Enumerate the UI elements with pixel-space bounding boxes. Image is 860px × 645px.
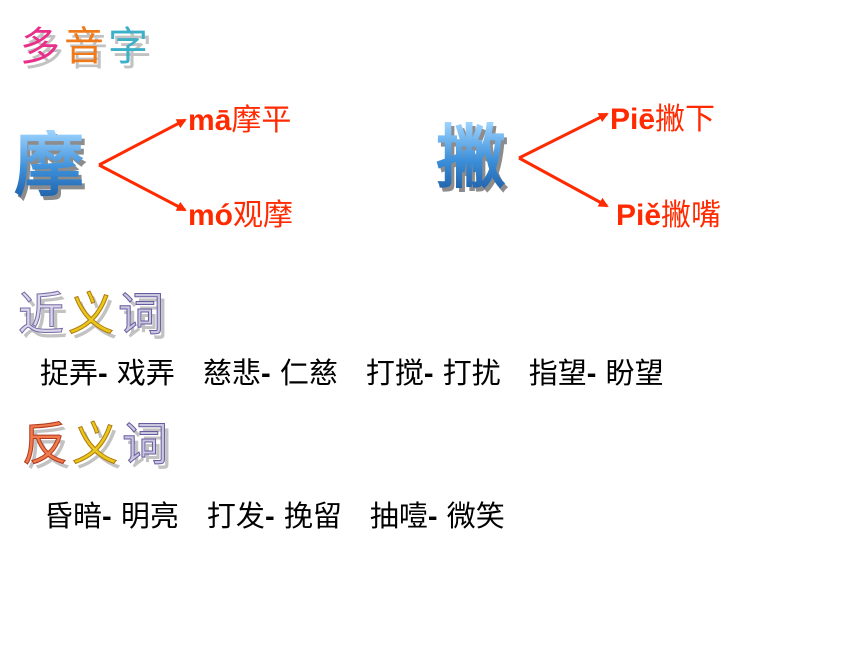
dash: - xyxy=(260,358,271,390)
antonym-pair: 打发- 挽留 xyxy=(207,493,342,535)
reading-bottom: Piě撇嘴 xyxy=(616,190,721,234)
branch-arrows xyxy=(98,118,187,212)
reading-bottom: mó观摩 xyxy=(188,190,293,234)
arrow-down xyxy=(98,163,187,212)
word-b: 盼望 xyxy=(605,356,664,390)
word-b: 挽留 xyxy=(283,499,342,533)
pinyin: Piě xyxy=(616,199,662,232)
heading-synonyms-char: 义 xyxy=(68,287,118,342)
word-a: 指望 xyxy=(528,356,587,390)
heading-antonyms-char: 义 xyxy=(72,417,122,472)
example-word: 撇嘴 xyxy=(661,199,722,232)
antonym-row: 昏暗- 明亮打发- 挽留抽噎- 微笑 xyxy=(44,493,505,535)
word-a: 打搅 xyxy=(365,356,424,390)
dash: - xyxy=(423,358,434,390)
word-a: 昏暗 xyxy=(44,499,103,533)
polyphone-char: 摩 xyxy=(14,124,84,206)
synonym-pair: 指望- 盼望 xyxy=(529,350,664,392)
word-a: 打发 xyxy=(206,499,265,533)
dash: - xyxy=(264,501,275,533)
word-a: 抽噎 xyxy=(369,499,428,533)
word-b: 戏弄 xyxy=(116,356,175,390)
dash: - xyxy=(102,501,112,533)
word-a: 捉弄 xyxy=(40,356,99,390)
pinyin: mó xyxy=(188,199,233,232)
heading-synonyms-char: 近 xyxy=(18,287,68,342)
pinyin: Piē xyxy=(610,103,656,136)
dash: - xyxy=(427,501,438,533)
synonym-pair: 慈悲- 仁慈 xyxy=(203,350,338,392)
word-b: 微笑 xyxy=(446,499,505,533)
synonym-pair: 捉弄- 戏弄 xyxy=(40,350,175,392)
dash: - xyxy=(98,358,108,390)
antonym-pair: 昏暗- 明亮 xyxy=(44,493,179,535)
example-word: 撇下 xyxy=(655,103,716,136)
word-b: 明亮 xyxy=(120,499,179,533)
heading-polyphone-char: 多 xyxy=(20,24,64,70)
word-a: 慈悲 xyxy=(202,356,261,390)
synonym-row: 捉弄- 戏弄慈悲- 仁慈打搅- 打扰指望- 盼望 xyxy=(40,350,664,392)
reading-top: Piē撇下 xyxy=(610,94,715,138)
heading-synonyms-char: 词 xyxy=(118,287,168,342)
word-b: 仁慈 xyxy=(279,356,338,390)
arrow-up xyxy=(98,118,187,167)
arrow-down xyxy=(518,156,609,208)
dash: - xyxy=(586,358,597,390)
heading-polyphone-char: 字 xyxy=(108,24,152,70)
heading-antonyms-char: 反 xyxy=(22,417,72,472)
heading-synonyms: 近义词 xyxy=(18,278,168,344)
arrow-up xyxy=(518,112,609,160)
pinyin: mā xyxy=(188,104,232,137)
reading-top: mā摩平 xyxy=(188,95,291,139)
example-word: 摩平 xyxy=(231,104,292,137)
heading-antonyms: 反义词 xyxy=(22,408,172,474)
heading-antonyms-char: 词 xyxy=(122,417,172,472)
example-word: 观摩 xyxy=(233,199,293,232)
antonym-pair: 抽噎- 微笑 xyxy=(370,493,505,535)
heading-polyphone: 多音字 xyxy=(20,14,152,72)
synonym-pair: 打搅- 打扰 xyxy=(366,350,501,392)
branch-arrows xyxy=(518,112,609,208)
word-b: 打扰 xyxy=(442,356,501,390)
polyphone-char: 撇 xyxy=(436,116,506,198)
heading-polyphone-char: 音 xyxy=(64,24,108,70)
